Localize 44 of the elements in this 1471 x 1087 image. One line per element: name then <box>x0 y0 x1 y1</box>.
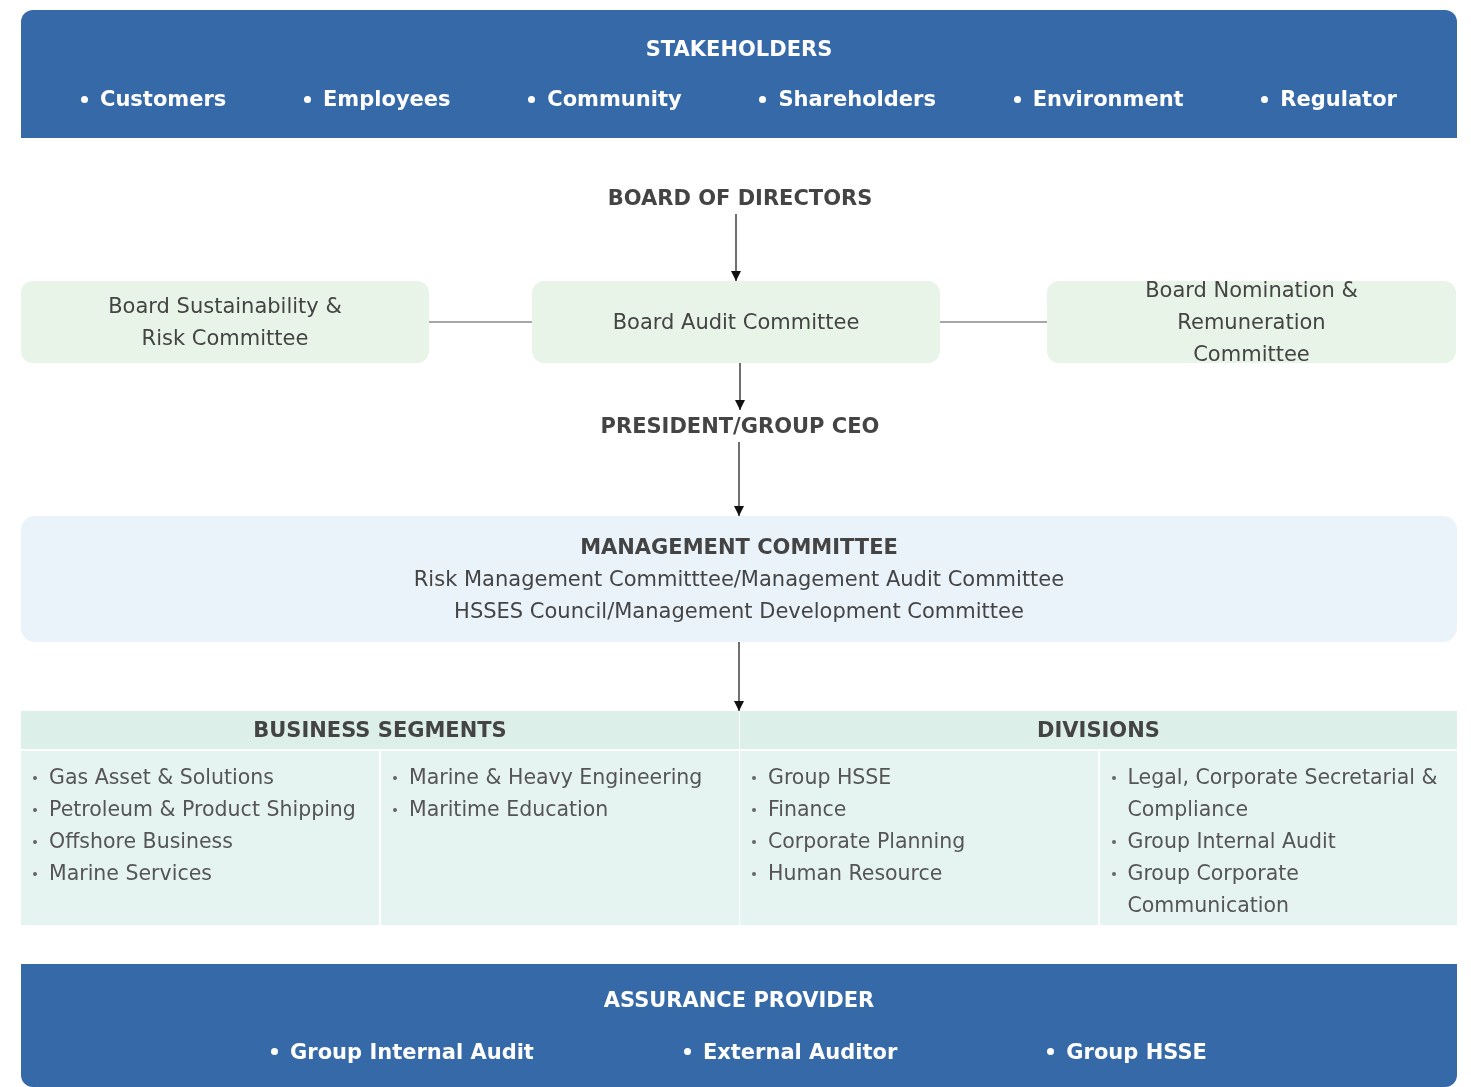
table-panel <box>21 711 739 925</box>
connector-line <box>428 321 533 323</box>
list-item: Group Internal Audit <box>290 1039 534 1064</box>
band-title: ASSURANCE PROVIDER <box>603 987 875 1012</box>
list-item: Human Resource <box>768 860 943 887</box>
arrow <box>731 213 741 282</box>
list-item: Marine & Heavy Engineering <box>409 764 703 791</box>
column-header: DIVISIONS <box>740 711 1457 751</box>
committee-box: Board Audit Committee <box>532 281 940 363</box>
committee-panel <box>21 516 1457 642</box>
committee-line: Risk Management Committtee/Management Audit Committee <box>413 566 1065 593</box>
list-item: Maritime Education <box>409 796 609 823</box>
committee-box: Board Nomination & Remuneration Committee <box>1047 281 1456 363</box>
arrow <box>735 362 745 411</box>
list-item: Finance <box>768 796 847 823</box>
list-item: Environment <box>1032 87 1184 111</box>
list-item: Group Corporate Communication <box>1127 860 1300 919</box>
table-panel <box>740 711 1457 925</box>
panel-title: MANAGEMENT COMMITTEE <box>580 534 898 561</box>
arrow <box>734 441 744 517</box>
table-background <box>21 711 1457 925</box>
list-item: Community <box>547 87 682 111</box>
list-item: External Auditor <box>702 1039 898 1064</box>
list-item: Customers <box>100 87 227 111</box>
arrow <box>734 641 744 712</box>
list-item: Employees <box>323 87 451 111</box>
list-item: Regulator <box>1280 87 1397 111</box>
list-item: Group HSSE <box>768 764 892 791</box>
column-header: BUSINESS SEGMENTS <box>21 711 739 751</box>
list-item: Shareholders <box>778 87 936 111</box>
connector-line <box>939 321 1048 323</box>
list-item: Offshore Business <box>49 828 233 855</box>
list-item: Petroleum & Product Shipping <box>49 796 356 823</box>
committee-line: HSSES Council/Management Development Committee <box>454 598 1024 625</box>
band-title: STAKEHOLDERS <box>645 37 833 61</box>
list-item: Legal, Corporate Secretarial & Compliance <box>1127 764 1439 823</box>
list-item: Group Internal Audit <box>1127 828 1336 855</box>
list-item: Corporate Planning <box>768 828 966 855</box>
list-item: Marine Services <box>49 860 212 887</box>
committee-box: Board Sustainability & Risk Committee <box>21 281 429 363</box>
list-item: Group HSSE <box>1066 1039 1207 1064</box>
list-item: Gas Asset & Solutions <box>49 764 274 791</box>
header-band <box>21 964 1457 1087</box>
header-band <box>21 10 1457 138</box>
